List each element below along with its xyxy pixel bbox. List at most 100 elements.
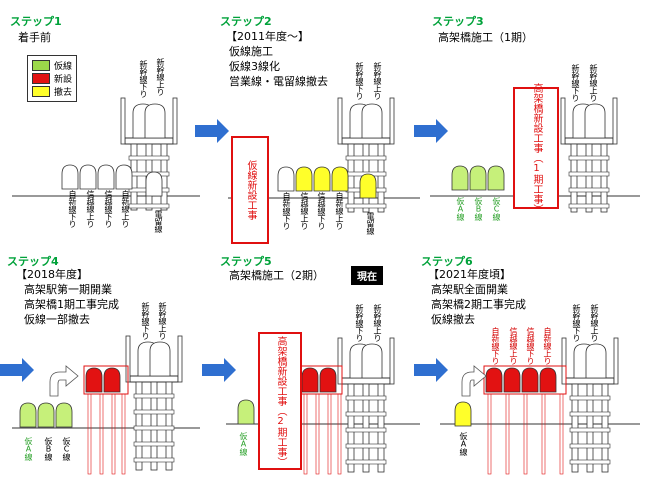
step5-note: 高架橋施工（2期） bbox=[229, 269, 324, 282]
step2-label-shinkansen-up: 新幹線上り bbox=[373, 62, 382, 100]
step1-title: ステップ1 bbox=[10, 15, 62, 28]
step6-new-column bbox=[505, 393, 510, 475]
step1-arrow-icon bbox=[195, 119, 229, 143]
step6-new-train bbox=[503, 367, 521, 393]
legend-label: 撤去 bbox=[54, 88, 73, 98]
step6-viaduct-wall-left bbox=[561, 337, 567, 385]
step1-track-train bbox=[61, 164, 79, 190]
legend-swatch-yellow bbox=[32, 86, 50, 97]
step4-note-1: 【2018年度】 bbox=[16, 268, 88, 281]
step1-label-shinkansen-down: 新幹線下り bbox=[139, 60, 148, 98]
step6-arrow-icon bbox=[414, 358, 448, 382]
step2-removed-train bbox=[295, 166, 313, 192]
step5-new-column bbox=[337, 393, 342, 475]
step1-label-jiko-down: 自新線下り bbox=[68, 190, 77, 228]
step1-viaduct-beam bbox=[128, 155, 170, 161]
step4-viaduct-deck bbox=[129, 375, 179, 383]
step6-new-train bbox=[485, 367, 503, 393]
step5-viaduct-wall-left bbox=[337, 337, 343, 385]
step4-new-column bbox=[121, 393, 126, 475]
step5-viaduct-wall-right bbox=[389, 337, 395, 385]
step4-note-2: 高架駅第一期開業 bbox=[24, 283, 112, 296]
step4-new-train bbox=[103, 367, 121, 393]
step6-label-jiko-down: 自新線下り bbox=[491, 327, 500, 365]
step6-new-column bbox=[487, 393, 492, 475]
step5-new-column bbox=[315, 393, 320, 475]
step6-viaduct-wall-right bbox=[613, 337, 619, 385]
step4-viaduct-beam bbox=[133, 425, 175, 431]
step5-viaduct-beam bbox=[345, 395, 387, 401]
step1-track-train bbox=[97, 164, 115, 190]
step3-title: ステップ3 bbox=[432, 15, 484, 28]
step1-viaduct-wall-left bbox=[120, 97, 126, 145]
step2-note-1: 【2011年度～】 bbox=[226, 30, 309, 43]
step6-viaduct-beam bbox=[569, 427, 611, 433]
step4-new-deck bbox=[83, 365, 129, 395]
step6-label-shinetsu-up: 信越線上り bbox=[509, 327, 518, 365]
legend-swatch-red bbox=[32, 73, 50, 84]
step2-label-shinetsu-up: 信越線上り bbox=[300, 192, 309, 230]
step2-construction-label: 仮線新設工事 bbox=[245, 160, 256, 220]
step5-arrow-icon bbox=[202, 358, 236, 382]
step4-label-shinkansen-up: 新幹線上り bbox=[158, 302, 167, 340]
step3-viaduct-train-up bbox=[584, 103, 606, 139]
step6-new-column bbox=[541, 393, 546, 475]
step2-viaduct-deck bbox=[341, 137, 391, 145]
step6-new-column bbox=[559, 393, 564, 475]
step4-viaduct-beam bbox=[133, 409, 175, 415]
step4-label-kari-a: 仮A線 bbox=[24, 437, 33, 461]
step4-shift-arrow-icon bbox=[49, 365, 79, 397]
step6-label-shinkansen-down: 新幹線下り bbox=[572, 304, 581, 342]
step2-note-2: 仮線施工 bbox=[229, 45, 273, 58]
step3-label-shinkansen-up: 新幹線上り bbox=[589, 64, 598, 102]
step5-viaduct-train-up bbox=[361, 343, 383, 379]
step2-removed-train bbox=[331, 166, 349, 192]
step3-label-kari-c: 仮C線 bbox=[492, 197, 501, 221]
step5-temp-train bbox=[237, 399, 255, 425]
step6-viaduct-beam bbox=[569, 395, 611, 401]
step4-viaduct-wall-right bbox=[177, 335, 183, 383]
legend-swatch-green bbox=[32, 60, 50, 71]
step3-viaduct-beam bbox=[568, 171, 610, 177]
step1-label-denryu: 電留線 bbox=[154, 210, 163, 233]
step1-note: 着手前 bbox=[18, 31, 51, 44]
step1-denryu-train bbox=[145, 171, 163, 197]
step2-viaduct-column bbox=[347, 143, 355, 213]
step6-viaduct-deck bbox=[565, 377, 615, 385]
step2-label-shinetsu-down: 信越線下り bbox=[317, 192, 326, 230]
step6-viaduct-beam bbox=[569, 443, 611, 449]
step4-new-column bbox=[99, 393, 104, 475]
step2-label-shinkansen-down: 新幹線下り bbox=[355, 62, 364, 100]
current-badge: 現在 bbox=[351, 266, 383, 285]
step3-construction-label: 高架橋新設工事（1期工事） bbox=[531, 82, 542, 214]
step5-label-kari-a: 仮A線 bbox=[239, 432, 248, 456]
step6-label-kari-a: 仮A線 bbox=[459, 432, 468, 456]
step1-label-shinkansen-up: 新幹線上り bbox=[156, 58, 165, 96]
step6-note-4: 仮線撤去 bbox=[431, 313, 475, 326]
step4-temp-train bbox=[19, 402, 37, 428]
step5-construction-label: 高架橋新設工事（2期工事） bbox=[275, 335, 286, 467]
step4-temp-train bbox=[55, 402, 73, 428]
step5-viaduct-beam bbox=[345, 411, 387, 417]
step2-construction-box: 仮線新設工事 bbox=[231, 136, 269, 244]
step5-label-shinkansen-up: 新幹線上り bbox=[373, 304, 382, 342]
step6-label-shinetsu-down: 信越線下り bbox=[526, 327, 535, 365]
step6-shift-arrow-icon bbox=[461, 365, 487, 397]
step2-label-jiko-up: 自新線上り bbox=[335, 192, 344, 230]
step5-title: ステップ5 bbox=[220, 255, 272, 268]
step2-viaduct-wall-right bbox=[389, 97, 395, 145]
step3-temp-train bbox=[469, 165, 487, 191]
step4-arrow-icon bbox=[0, 358, 34, 382]
step2-removed-train bbox=[313, 166, 331, 192]
step6-viaduct-beam bbox=[569, 411, 611, 417]
step6-removed-train bbox=[454, 401, 472, 427]
step3-temp-train bbox=[451, 165, 469, 191]
step5-viaduct-beam bbox=[345, 443, 387, 449]
step3-viaduct-beam bbox=[568, 187, 610, 193]
step5-viaduct-deck bbox=[341, 377, 391, 385]
step3-viaduct-wall-left bbox=[560, 97, 566, 145]
step3-viaduct-beam bbox=[568, 203, 610, 209]
step2-viaduct-column bbox=[377, 143, 385, 213]
step3-viaduct-column bbox=[585, 143, 593, 213]
